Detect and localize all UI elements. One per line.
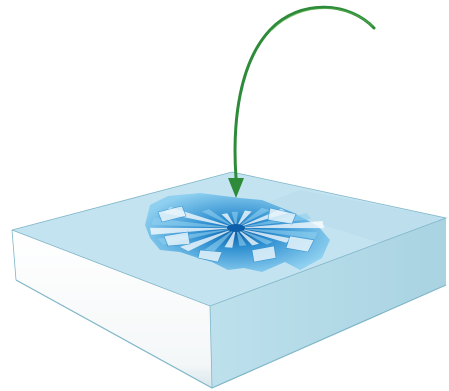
impact-core: [227, 224, 245, 232]
arrow-shaft: [235, 7, 374, 178]
arrow-shaft-highlight: [272, 9, 372, 31]
trajectory-arrow: [228, 7, 374, 198]
